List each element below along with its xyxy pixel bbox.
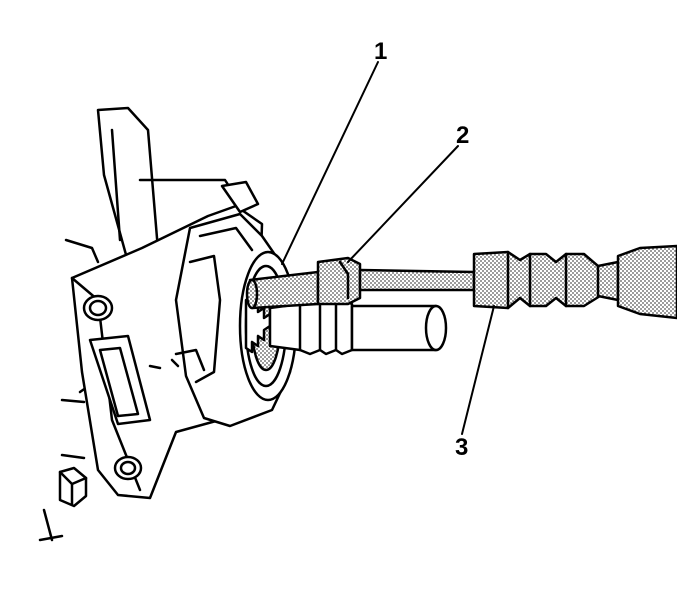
adapter-nut: [316, 256, 362, 306]
slide-hammer-weight: [472, 250, 602, 310]
slide-hammer-rod: [358, 268, 476, 292]
ball-joint-bolt: [38, 466, 88, 542]
callout-leader-1: [281, 61, 379, 265]
callout-label-2: 2: [456, 122, 470, 149]
knuckle-upper-bolt-hole: [82, 294, 114, 322]
knuckle-lower-bolt-hole: [113, 455, 143, 481]
slide-hammer-handle: [596, 244, 677, 320]
callout-label-3: 3: [455, 434, 469, 461]
callout-label-1: 1: [374, 38, 388, 65]
callout-leader-2: [347, 145, 459, 263]
axle-shaft: [268, 298, 448, 356]
callout-leader-3: [461, 305, 495, 435]
